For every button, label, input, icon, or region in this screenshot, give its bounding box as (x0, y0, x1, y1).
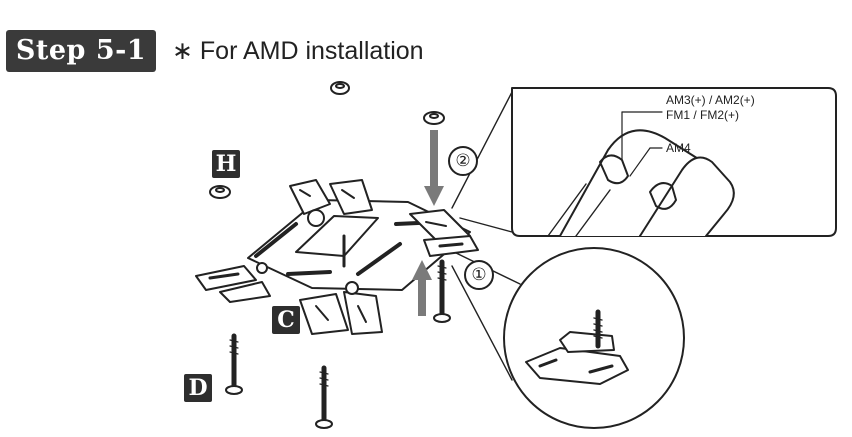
callout-socket-am3-am2: AM3(+) / AM2(+) (666, 93, 755, 107)
screw-long-center (315, 365, 333, 429)
arrow-up-step-1 (412, 260, 432, 316)
step-number-1: ① (464, 260, 494, 290)
thumb-nut-left (209, 185, 231, 199)
step-badge: Step 5-1 (6, 30, 156, 72)
step-number-1-text: ① (471, 265, 487, 285)
arrow-down-step-2 (424, 130, 444, 206)
thumb-nut-right (423, 111, 445, 125)
screw-installing (433, 259, 451, 323)
part-label-h: H (212, 150, 240, 178)
step-number-2-text: ② (455, 151, 471, 171)
hole-detail-callout (451, 87, 837, 237)
screw-long-left (225, 333, 243, 395)
callout-socket-am4: AM4 (666, 141, 691, 155)
step-number-2: ② (448, 146, 478, 176)
thumb-nut-top (330, 81, 350, 95)
amd-backplate (195, 179, 479, 335)
part-label-d: D (184, 374, 212, 402)
part-label-c: C (272, 306, 300, 334)
installation-subtitle: ∗ For AMD installation (172, 37, 424, 65)
callout-socket-fm1-fm2: FM1 / FM2(+) (666, 108, 740, 122)
